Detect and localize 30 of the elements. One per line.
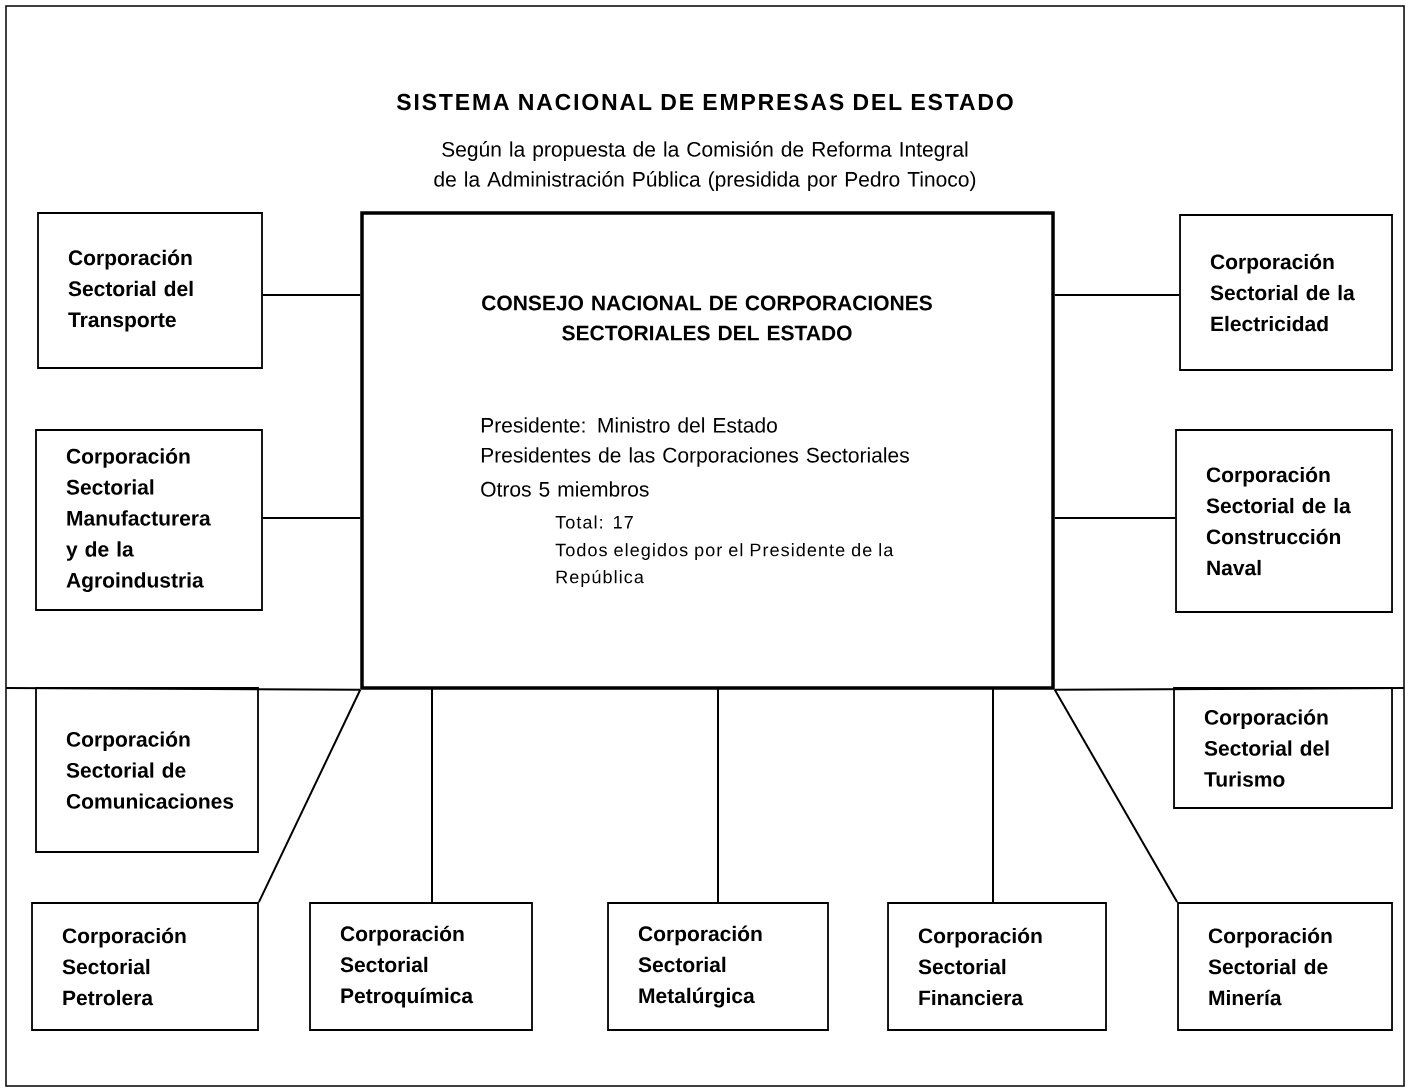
corporation-box: Corporación Sectorial Financiera: [887, 902, 1107, 1031]
board-text: Presidente: Ministro del Estado: [481, 417, 777, 433]
board-text: Otros 5 miembros: [481, 481, 649, 497]
board-text: Total: 17: [555, 515, 633, 529]
corporation-box: Corporación Sectorial de Comunicaciones: [35, 687, 259, 853]
connector-line: [431, 687, 433, 904]
corporation-box: Corporación Sectorial Petrolera: [31, 902, 259, 1031]
connector-line: [1053, 517, 1177, 519]
corporation-box: Corporación Sectorial del Transporte: [37, 212, 263, 369]
corporation-box: Corporación Sectorial Manufacturera y de la Agroindustria: [35, 429, 263, 611]
board-heading: CONSEJO NACIONAL DE CORPORACIONES SECTORIALES DEL ESTADO: [482, 295, 932, 341]
connector-line: [1053, 294, 1181, 296]
connector-line: [261, 294, 362, 296]
board-text: Presidentes de las Corporaciones Sectoriales: [481, 447, 909, 467]
corporation-box: Corporación Sectorial del Turismo: [1173, 687, 1393, 809]
title: SISTEMA NACIONAL DE EMPRESAS DEL ESTADO: [396, 93, 1013, 111]
board-text: Todos elegidos por el Presidente de la República: [555, 543, 894, 587]
connector-line: [1053, 688, 1179, 904]
corporation-box: Corporación Sectorial Petroquímica: [309, 902, 533, 1031]
connector-line: [1053, 687, 1405, 691]
connector-line: [5, 687, 362, 691]
connector-line: [261, 517, 362, 519]
subtitle: Según la propuesta de la Comisión de Reforma Integral de la Administración Pública (presidida por Pedro Tinoco): [434, 141, 976, 191]
connector-line: [257, 688, 362, 904]
corporation-box: Corporación Sectorial de Minería: [1177, 902, 1393, 1031]
corporation-box: Corporación Sectorial Metalúrgica: [607, 902, 829, 1031]
connector-line: [717, 687, 719, 904]
corporation-box: Corporación Sectorial de la Electricidad: [1179, 214, 1393, 371]
corporation-box: Corporación Sectorial de la Construcción Naval: [1175, 429, 1393, 613]
connector-line: [992, 687, 994, 904]
